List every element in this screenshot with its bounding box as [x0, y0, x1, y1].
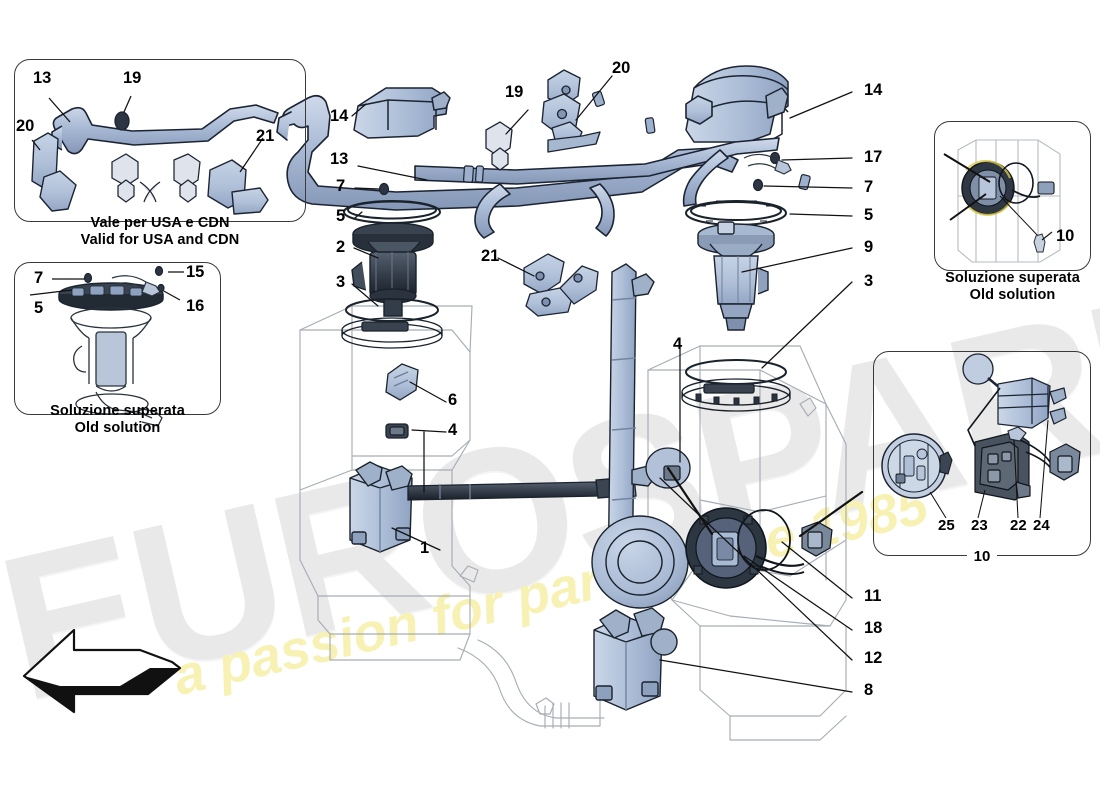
callout-main-17: 17 [864, 148, 883, 166]
callout-main-2: 2 [336, 238, 346, 256]
callout-main-13: 13 [330, 150, 349, 168]
callout-asm-24: 24 [1033, 517, 1050, 534]
callout-main-19: 19 [505, 83, 524, 101]
inset-old-left-caption-en: Old solution [74, 420, 161, 437]
callout-main-8: 8 [864, 681, 874, 699]
callout-usa-19: 19 [123, 69, 142, 87]
callout-main-6: 6 [448, 391, 458, 409]
callout-main-4-right: 4 [673, 335, 683, 353]
inset-panel-assembly-10: 10 [873, 351, 1091, 565]
callout-asm-22: 22 [1010, 517, 1027, 534]
inset-panel-old-solution-right: Soluzione superata Old solution [934, 121, 1091, 303]
callout-main-21: 21 [481, 247, 500, 265]
callout-main-1: 1 [420, 539, 430, 557]
callout-main-7-right: 7 [864, 178, 874, 196]
callout-main-9: 9 [864, 238, 874, 256]
callout-asm-25: 25 [938, 517, 955, 534]
callout-oldleft-7: 7 [34, 269, 44, 287]
inset-old-right-caption-en: Old solution [969, 287, 1056, 304]
callout-usa-20: 20 [16, 117, 35, 135]
callout-main-18: 18 [864, 619, 883, 637]
inset-usa-caption-en: Valid for USA and CDN [80, 232, 240, 249]
callout-main-14-right: 14 [864, 81, 883, 99]
inset-assembly-group-label: 10 [874, 548, 1090, 566]
inset-panel-old-solution-left: Soluzione superata Old solution [14, 262, 221, 436]
callout-main-4-left: 4 [448, 421, 458, 439]
callout-oldright-10: 10 [1056, 227, 1075, 245]
direction-arrow-icon [22, 628, 182, 714]
callout-main-5-left: 5 [336, 207, 346, 225]
callout-main-7-left: 7 [336, 177, 346, 195]
callout-usa-21: 21 [256, 127, 275, 145]
callout-usa-13: 13 [33, 69, 52, 87]
callout-main-5-right: 5 [864, 206, 874, 224]
callout-main-11: 11 [864, 587, 882, 605]
inset-old-left-caption-it: Soluzione superata [50, 403, 185, 419]
callout-asm-23: 23 [971, 517, 988, 534]
inset-panel-usa-cdn: Vale per USA e CDN Valid for USA and CDN [14, 59, 306, 248]
callout-oldleft-16: 16 [186, 297, 205, 315]
callout-oldleft-5: 5 [34, 299, 44, 317]
callout-main-12: 12 [864, 649, 883, 667]
callout-main-3-right: 3 [864, 272, 874, 290]
inset-old-right-caption-it: Soluzione superata [945, 270, 1080, 286]
callout-main-14-left: 14 [330, 107, 349, 125]
callout-main-20: 20 [612, 59, 631, 77]
callout-main-3-left: 3 [336, 273, 346, 291]
callout-oldleft-15: 15 [186, 263, 205, 281]
inset-usa-caption-it: Vale per USA e CDN [90, 215, 230, 231]
